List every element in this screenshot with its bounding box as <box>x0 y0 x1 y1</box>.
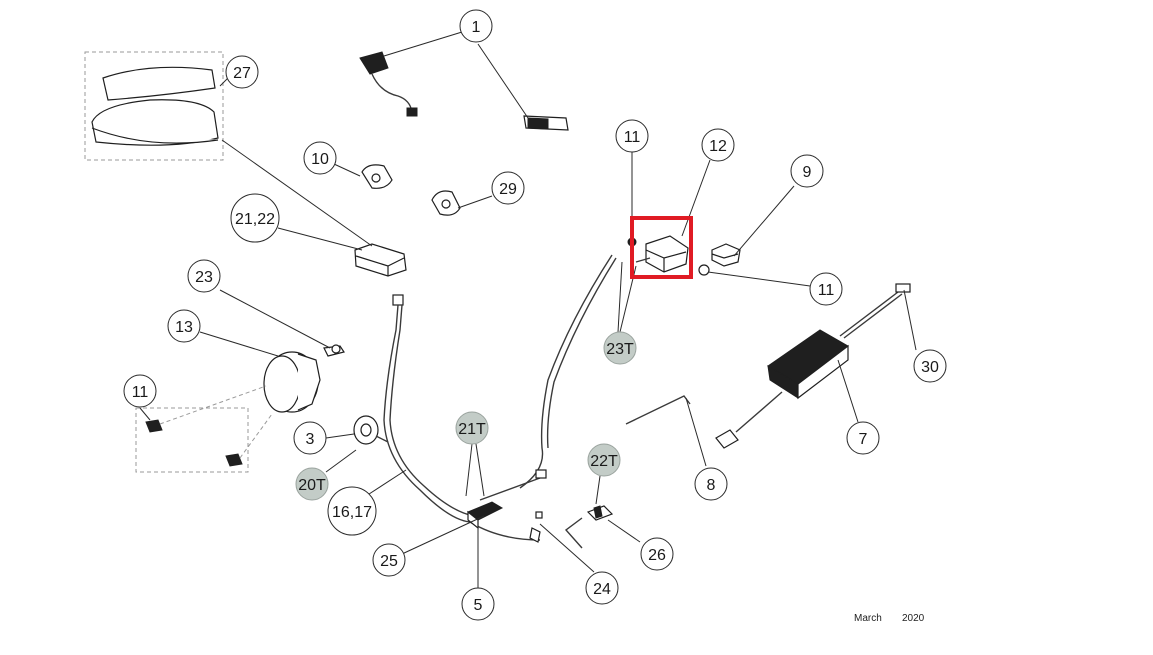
svg-text:16,17: 16,17 <box>332 504 372 521</box>
part-12-switch-housing <box>635 235 689 273</box>
callout-9: 9 <box>790 154 824 188</box>
part-23-bulb <box>323 344 345 357</box>
part-1-throttle-and-grip <box>359 51 569 131</box>
callout-27: 27 <box>225 55 259 89</box>
svg-text:11: 11 <box>624 129 641 146</box>
part-24-connector <box>529 511 543 543</box>
part-5-junction-box <box>467 469 547 530</box>
svg-text:3: 3 <box>306 431 315 448</box>
svg-text:12: 12 <box>709 138 727 155</box>
callout-12: 12 <box>701 128 735 162</box>
footer-month: March <box>854 613 882 624</box>
svg-text:21,22: 21,22 <box>235 211 275 228</box>
part-3-horn <box>353 415 389 445</box>
svg-text:23: 23 <box>195 269 213 286</box>
callout-10: 10 <box>303 141 337 175</box>
callout-8: 8 <box>694 467 728 501</box>
callout-30: 30 <box>913 349 947 383</box>
part-29-clamp <box>431 190 461 216</box>
callout-25: 25 <box>372 543 406 577</box>
svg-text:9: 9 <box>803 164 812 181</box>
part-10-switch <box>361 164 393 189</box>
svg-text:11: 11 <box>818 282 835 299</box>
svg-text:25: 25 <box>380 553 398 570</box>
footer-year: 2020 <box>902 613 925 624</box>
callout-29: 29 <box>491 171 525 205</box>
callout-20T: 20T <box>295 467 329 501</box>
callout-11-right: 11 <box>809 272 843 306</box>
callout-26: 26 <box>640 537 674 571</box>
svg-text:29: 29 <box>499 181 517 198</box>
part-11-screw-top <box>627 237 637 252</box>
callout-11-top: 11 <box>615 119 649 153</box>
svg-text:23T: 23T <box>606 341 634 358</box>
svg-text:21T: 21T <box>458 421 486 438</box>
svg-text:7: 7 <box>859 431 868 448</box>
callout-1: 1 <box>459 9 493 43</box>
part-7-charger <box>715 283 911 449</box>
part-8-rod <box>625 395 691 425</box>
svg-text:26: 26 <box>648 547 666 564</box>
callout-7: 7 <box>846 421 880 455</box>
svg-text:22T: 22T <box>590 453 618 470</box>
callout-21-22: 21,22 <box>230 193 280 243</box>
callout-3: 3 <box>293 421 327 455</box>
svg-text:27: 27 <box>233 65 251 82</box>
svg-text:5: 5 <box>474 597 483 614</box>
svg-text:30: 30 <box>921 359 939 376</box>
part-11-mount-clips <box>135 385 273 473</box>
callout-11-left: 11 <box>123 374 157 408</box>
part-9-switch <box>711 243 741 267</box>
svg-text:1: 1 <box>472 19 481 36</box>
callout-5: 5 <box>461 587 495 621</box>
part-21-22-control-box <box>354 243 407 277</box>
svg-text:8: 8 <box>707 477 716 494</box>
callout-23: 23 <box>187 259 221 293</box>
part-26-bracket <box>564 505 614 549</box>
svg-text:24: 24 <box>593 581 611 598</box>
part-11-cap-right <box>698 264 710 276</box>
svg-text:13: 13 <box>175 319 193 336</box>
callout-13: 13 <box>167 309 201 343</box>
part-27-lamp-cover <box>84 51 224 161</box>
callout-16-17: 16,17 <box>327 486 377 536</box>
callout-21T: 21T <box>455 411 489 445</box>
svg-text:20T: 20T <box>298 477 326 494</box>
leader-lines <box>139 31 917 588</box>
part-13-headlight <box>263 351 321 413</box>
svg-text:10: 10 <box>311 151 329 168</box>
part-16-17-wire-harness <box>383 254 617 541</box>
callout-23T: 23T <box>603 331 637 365</box>
callout-22T: 22T <box>587 443 621 477</box>
svg-text:11: 11 <box>132 384 149 401</box>
callout-24: 24 <box>585 571 619 605</box>
